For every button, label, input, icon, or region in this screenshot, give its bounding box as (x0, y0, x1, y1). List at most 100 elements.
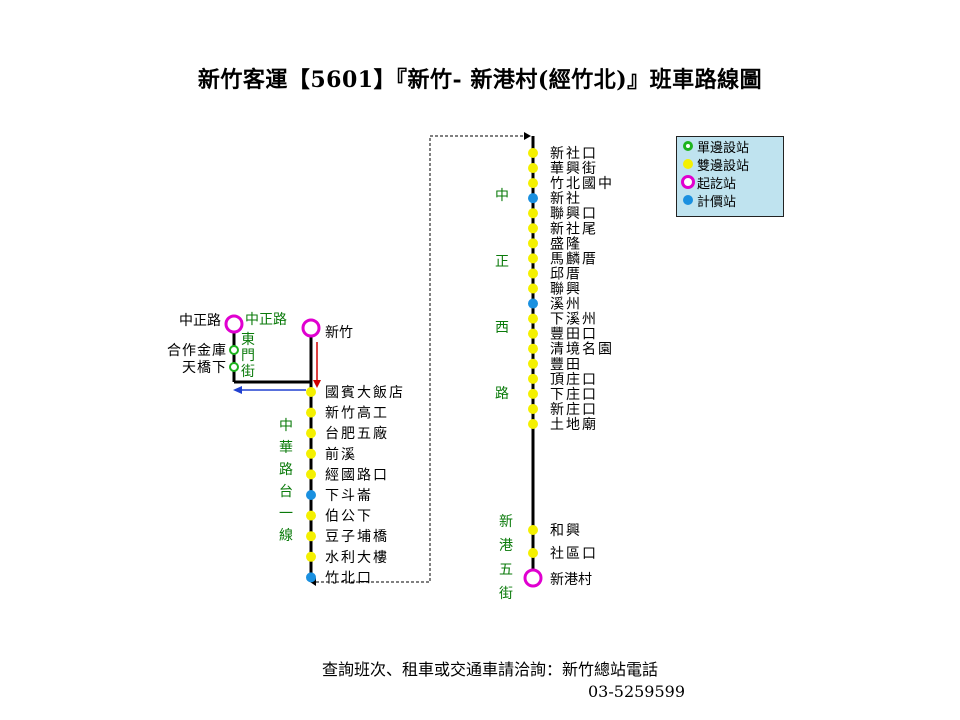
double-stop-icon (528, 343, 538, 354)
stop-label: 豆子埔橋 (325, 529, 389, 545)
stops-zhongzheng-west: 新社口華興街竹北國中新社聯興口新社尾盛隆馬麟厝邱厝聯興溪州下溪州豐田口清境名園豐… (528, 146, 614, 433)
road-char: 一 (279, 506, 293, 522)
terminal-xingang (523, 568, 543, 588)
terminal-icon (681, 175, 695, 189)
road-char: 線 (279, 528, 293, 544)
fare-stop-icon (683, 195, 693, 205)
stop-label: 社區口 (550, 546, 598, 562)
double-stop-icon (528, 403, 538, 414)
double-stop-icon (306, 510, 316, 521)
stop-label: 前溪 (325, 446, 357, 463)
stop-label: 新社尾 (550, 221, 598, 237)
stop-label: 邱厝 (550, 266, 582, 282)
stop-label: 新庄口 (550, 401, 598, 418)
road-char: 港 (499, 538, 513, 554)
stop-label: 溪州 (550, 297, 582, 313)
double-stop-icon (528, 419, 538, 429)
stop-label: 新社 (550, 191, 582, 207)
double-stop-icon (306, 551, 316, 562)
stop-label: 天橋下 (182, 360, 227, 376)
terminal-hsinchu (301, 318, 321, 338)
red-arrow (313, 342, 321, 388)
stop-label: 盛隆 (550, 236, 582, 252)
stop-label: 和興 (550, 523, 582, 539)
stop-label: 竹北口 (325, 570, 373, 586)
terminal-label-xingang: 新港村 (550, 572, 592, 588)
stop-label: 新社口 (550, 146, 598, 162)
stop-label: 豐田 (550, 357, 582, 373)
terminal-label-zhongzheng-road: 中正路 (179, 313, 221, 329)
single-stop-icon (229, 345, 239, 355)
legend-label: 雙邊設站 (697, 158, 750, 174)
road-char: 華 (279, 440, 293, 456)
stop-label: 新竹高工 (325, 405, 389, 422)
stop-label: 水利大樓 (325, 550, 389, 566)
legend-label: 起訖站 (697, 176, 737, 192)
double-stop-icon (528, 253, 538, 264)
legend-item-terminal: 起訖站 (677, 173, 783, 192)
double-stop-icon (528, 163, 538, 174)
stop-label: 下斗崙 (325, 488, 373, 504)
double-stop-icon (528, 313, 538, 324)
double-stop-icon (528, 148, 538, 158)
double-stop-icon (528, 548, 538, 558)
road-char: 新 (499, 514, 513, 530)
double-stop-icon (306, 448, 316, 459)
double-stop-icon (528, 268, 538, 279)
stop-label: 伯公下 (325, 509, 373, 525)
double-stop-icon (528, 373, 538, 384)
page-title: 新竹客運【5601】『新竹- 新港村(經竹北)』班車路線圖 (197, 67, 763, 93)
stop-label: 豐田口 (550, 327, 598, 343)
fare-stop-icon (528, 298, 538, 309)
terminal-label-hsinchu: 新竹 (325, 325, 353, 341)
double-stop-icon (306, 387, 316, 397)
double-stop-icon (683, 159, 693, 169)
stop-label: 華興街 (550, 161, 598, 177)
double-stop-icon (306, 407, 316, 418)
legend-label: 計價站 (697, 194, 737, 210)
road-char: 門 (241, 348, 255, 364)
double-stop-icon (528, 223, 538, 234)
blue-arrow (233, 386, 306, 394)
road-char: 中 (279, 418, 293, 434)
road-char: 路 (279, 462, 293, 478)
terminal-zhongzheng-road (224, 314, 244, 334)
road-char: 五 (499, 562, 513, 578)
legend: 單邊設站 雙邊設站 起訖站 計價站 (676, 136, 784, 217)
double-stop-icon (306, 428, 316, 439)
fare-stop-icon (306, 490, 316, 500)
double-stop-icon (528, 328, 538, 339)
double-stop-icon (528, 178, 538, 189)
double-stop-icon (528, 358, 538, 369)
single-stop-icon (683, 141, 693, 151)
road-char: 台 (279, 484, 293, 500)
stop-label: 土地廟 (550, 416, 598, 433)
double-stop-icon (306, 469, 316, 480)
double-stop-icon (306, 531, 316, 542)
contact-phone: 03-5259599 (588, 682, 686, 701)
road-label-zhongzheng: 中正路 (245, 312, 287, 328)
legend-item-single: 單邊設站 (677, 137, 783, 156)
stop-label: 聯興 (550, 282, 582, 298)
road-char: 街 (241, 364, 255, 380)
road-char: 正 (495, 254, 509, 270)
legend-item-fare: 計價站 (677, 191, 783, 210)
stop-label: 合作金庫 (167, 342, 227, 359)
road-label-dongmen: 東門街 (241, 332, 255, 380)
fare-stop-icon (306, 572, 316, 583)
legend-item-double: 雙邊設站 (677, 155, 783, 174)
single-stop-icon (229, 362, 239, 372)
double-stop-icon (528, 283, 538, 294)
road-char: 路 (495, 386, 509, 402)
fare-stop-icon (528, 193, 538, 204)
stop-label: 清境名園 (550, 342, 614, 358)
double-stop-icon (528, 238, 538, 249)
stop-label: 聯興口 (550, 206, 598, 222)
stop-label: 頂庄口 (550, 371, 598, 388)
road-char: 東 (241, 332, 255, 348)
